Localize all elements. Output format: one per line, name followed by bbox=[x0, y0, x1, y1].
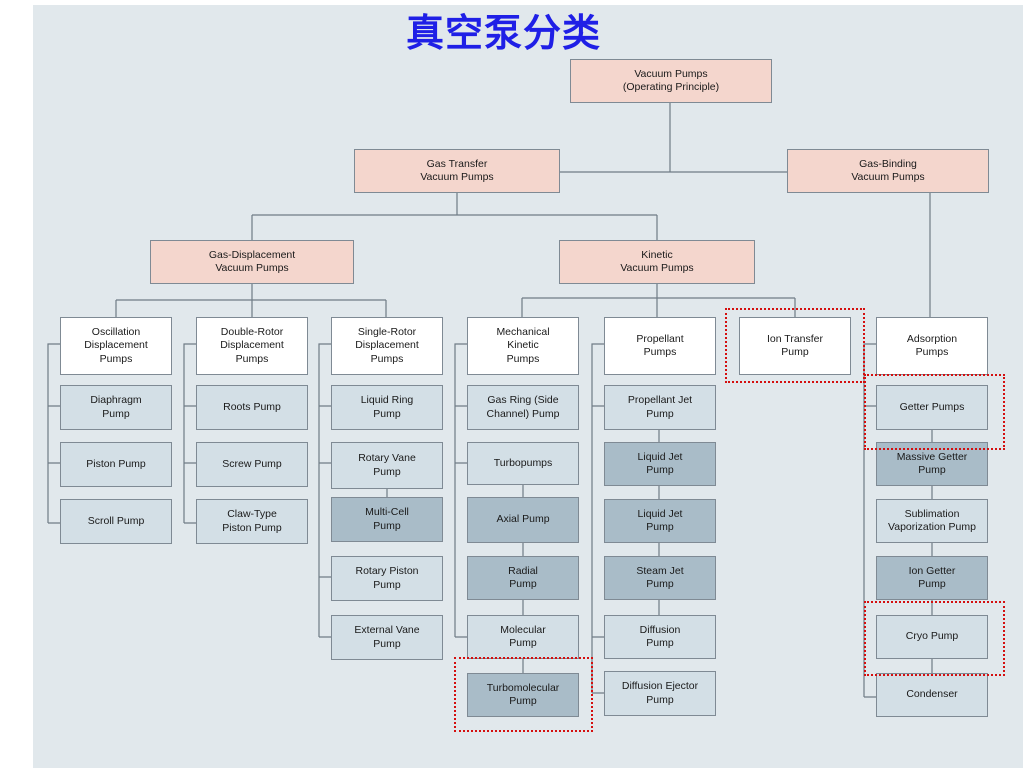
node-double-rotor: Double-Rotor Displacement Pumps bbox=[196, 317, 308, 375]
node-scroll: Scroll Pump bbox=[60, 499, 172, 544]
node-ion-getter: Ion Getter Pump bbox=[876, 556, 988, 600]
node-single-rotor: Single-Rotor Displacement Pumps bbox=[331, 317, 443, 375]
node-ion-transfer: Ion Transfer Pump bbox=[739, 317, 851, 375]
node-propellant: Propellant Pumps bbox=[604, 317, 716, 375]
node-claw: Claw-Type Piston Pump bbox=[196, 499, 308, 544]
node-multi-cell: Multi-Cell Pump bbox=[331, 497, 443, 542]
node-adsorption: Adsorption Pumps bbox=[876, 317, 988, 375]
node-rotary-piston: Rotary Piston Pump bbox=[331, 556, 443, 601]
node-gas-ring: Gas Ring (Side Channel) Pump bbox=[467, 385, 579, 430]
node-rotary-vane: Rotary Vane Pump bbox=[331, 442, 443, 489]
page-title: 真空泵分类 bbox=[406, 10, 602, 55]
node-gas-binding: Gas-Binding Vacuum Pumps bbox=[787, 149, 989, 193]
node-gas-displacement: Gas-Displacement Vacuum Pumps bbox=[150, 240, 354, 284]
node-diffusion-ejector: Diffusion Ejector Pump bbox=[604, 671, 716, 716]
highlight-ion-transfer bbox=[725, 308, 865, 383]
node-steam-jet: Steam Jet Pump bbox=[604, 556, 716, 600]
node-liquid-jet-1: Liquid Jet Pump bbox=[604, 442, 716, 486]
node-kinetic: Kinetic Vacuum Pumps bbox=[559, 240, 755, 284]
node-oscillation: Oscillation Displacement Pumps bbox=[60, 317, 172, 375]
node-piston: Piston Pump bbox=[60, 442, 172, 487]
node-gas-transfer: Gas Transfer Vacuum Pumps bbox=[354, 149, 560, 193]
node-axial: Axial Pump bbox=[467, 497, 579, 543]
node-propellant-jet: Propellant Jet Pump bbox=[604, 385, 716, 430]
node-external-vane: External Vane Pump bbox=[331, 615, 443, 660]
node-roots: Roots Pump bbox=[196, 385, 308, 430]
node-turbomolecular: Turbomolecular Pump bbox=[467, 673, 579, 717]
node-screw: Screw Pump bbox=[196, 442, 308, 487]
node-sublimation: Sublimation Vaporization Pump bbox=[876, 499, 988, 543]
node-molecular: Molecular Pump bbox=[467, 615, 579, 659]
highlight-getter bbox=[864, 374, 1005, 450]
node-radial: Radial Pump bbox=[467, 556, 579, 600]
node-vacuum-pumps: Vacuum Pumps (Operating Principle) bbox=[570, 59, 772, 103]
node-turbopumps: Turbopumps bbox=[467, 442, 579, 485]
node-diaphragm: Diaphragm Pump bbox=[60, 385, 172, 430]
node-liquid-jet-2: Liquid Jet Pump bbox=[604, 499, 716, 543]
node-diffusion: Diffusion Pump bbox=[604, 615, 716, 659]
highlight-turbomolecular bbox=[454, 657, 593, 732]
highlight-cryo bbox=[864, 601, 1005, 676]
node-liquid-ring: Liquid Ring Pump bbox=[331, 385, 443, 430]
node-condenser: Condenser bbox=[876, 673, 988, 717]
node-mechanical-kinetic: Mechanical Kinetic Pumps bbox=[467, 317, 579, 375]
node-cryo: Cryo Pump bbox=[876, 615, 988, 659]
node-getter: Getter Pumps bbox=[876, 385, 988, 430]
